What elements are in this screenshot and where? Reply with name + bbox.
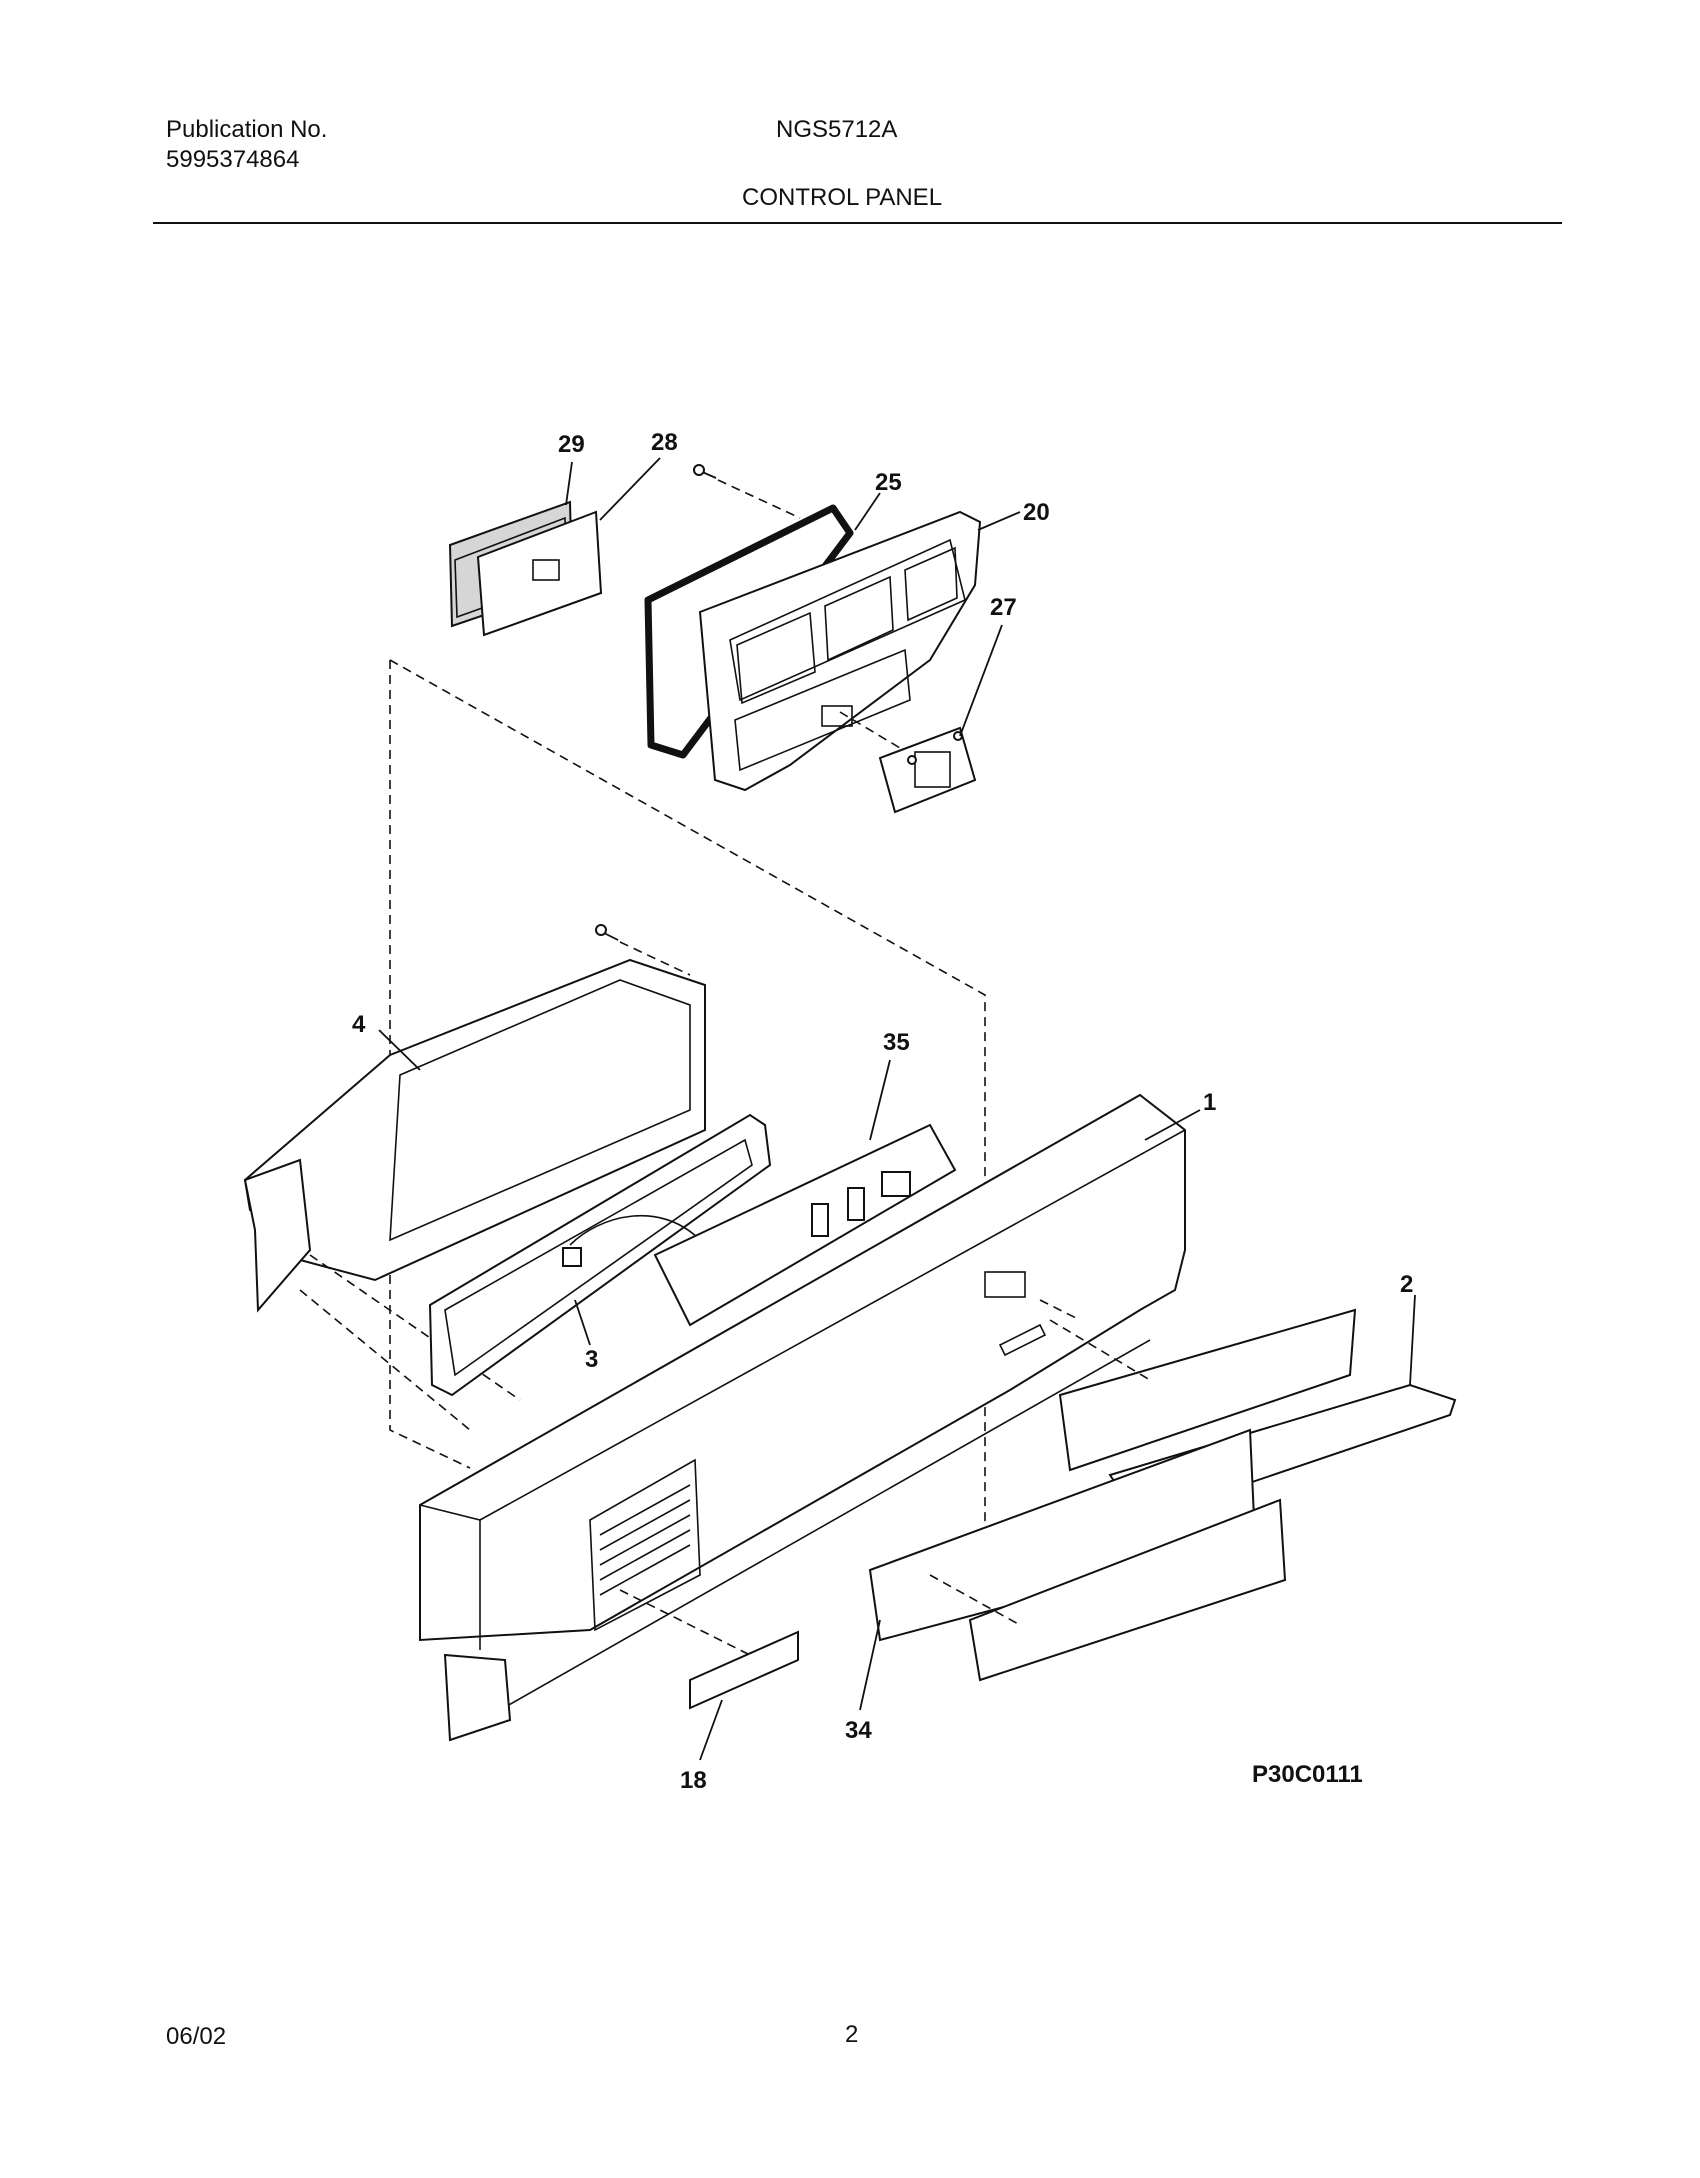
- page-number: 2: [845, 2021, 859, 2048]
- publication-number: 5995374864: [166, 146, 300, 173]
- callout-20: 20: [1023, 499, 1050, 526]
- leader-lines: [378, 457, 1416, 1761]
- callout-35: 35: [883, 1029, 910, 1056]
- header-rule: [153, 222, 1562, 224]
- part-35-keypad-board: [653, 1123, 957, 1327]
- section-title: CONTROL PANEL: [742, 184, 943, 211]
- model-number: NGS5712A: [776, 116, 898, 143]
- screw-middle: [595, 924, 619, 941]
- callout-34: 34: [845, 1717, 872, 1744]
- part-3-control-board: [428, 1113, 772, 1397]
- callout-3: 3: [585, 1346, 598, 1373]
- screw-top: [693, 464, 717, 479]
- part-27-switch: [878, 726, 977, 814]
- publication-label: Publication No.: [166, 116, 328, 143]
- callout-27: 27: [990, 594, 1017, 621]
- assembly-guide-box: [389, 659, 986, 1615]
- callout-25: 25: [875, 469, 902, 496]
- part-18-label: [689, 1630, 799, 1710]
- callout-18: 18: [680, 1767, 707, 1794]
- part-28-cover: [476, 510, 603, 637]
- part-34-strip: [868, 1428, 1287, 1682]
- part-20-housing: [698, 510, 982, 792]
- callout-2: 2: [1400, 1271, 1413, 1298]
- callout-28: 28: [651, 429, 678, 456]
- callout-29: 29: [558, 431, 585, 458]
- callout-4: 4: [352, 1011, 366, 1038]
- footer-date: 06/02: [166, 2023, 227, 2050]
- callout-1: 1: [1203, 1089, 1216, 1116]
- part-1-console: [419, 1093, 1186, 1742]
- part-4-duct: [243, 958, 706, 1313]
- diagram-code: P30C0111: [1252, 1761, 1363, 1788]
